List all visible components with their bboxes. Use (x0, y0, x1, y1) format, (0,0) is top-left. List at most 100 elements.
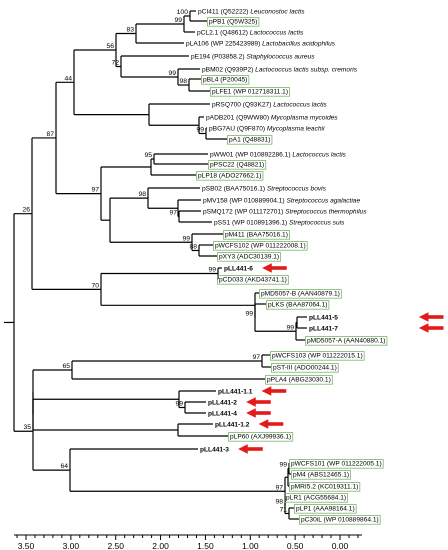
highlight-box (294, 504, 357, 514)
accession-number: (WP 012718311.1) (231, 88, 288, 95)
highlight-box (299, 515, 381, 525)
accession-number: (BAA75016.1) (245, 231, 288, 238)
plasmid-name: pCL2.1 (197, 29, 219, 36)
plasmid-name: pE194 (191, 53, 210, 60)
leaf-label: pE194 (P03858.2) Staphylococcus aureus (191, 53, 315, 60)
axis-tick-label: 3.00 (63, 541, 80, 550)
species-name: Staphylococcus aureus (245, 53, 316, 60)
bootstrap-labels: 1009983989972569944959798889997879999997… (22, 9, 294, 514)
plasmid-name: pC30iL (301, 516, 322, 523)
plasmid-name: pLL441-1.2 (215, 421, 250, 428)
plasmid-name: pBM02 (202, 66, 223, 73)
bootstrap-value: 99 (208, 267, 216, 274)
accession-number: (WP 010892286.1) (233, 151, 290, 158)
plasmid-name: pST-III (273, 364, 293, 371)
highlight-box (213, 241, 308, 251)
leaf-label: pWCFS103 (WP 011222015.1) (272, 352, 363, 359)
leaf-label: pC30iL (WP 010889864.1) (301, 516, 379, 523)
bootstrap-value: 88 (189, 244, 197, 251)
accession-number: (Q9WW80) (234, 114, 269, 121)
leaf-label: pA1 (Q48831) (229, 136, 270, 143)
leaf-label: pLFE1 (WP 012718311.1) (212, 88, 288, 95)
arrow-icon (238, 444, 263, 454)
plasmid-name: pSB02 (202, 185, 222, 192)
axis-tick-label: 0.00 (332, 541, 349, 550)
leaf-label: pM411 (BAA75016.1) (225, 231, 288, 238)
leaf-label: pMV158 (WP 010889904.1) Streptococcus ag… (203, 197, 360, 204)
highlight-box (228, 432, 294, 442)
leaf-label: pCL2.1 (Q48612) Lactococcus lactis (197, 29, 304, 36)
leaf-label: pWW01 (WP 010892286.1) Lactococcus lacti… (210, 151, 347, 158)
plasmid-name: pWCFS103 (272, 352, 306, 359)
accession-number: (WP 010889864.1) (322, 516, 379, 523)
bootstrap-value: 99 (182, 235, 190, 242)
plasmid-name: pPSC22 (210, 161, 235, 168)
bootstrap-value: 97 (169, 210, 177, 217)
leaf-label: pPLA4 (ABG23030.1) (267, 376, 331, 383)
leaf-label: pMRI5.2 (KC019311.1) (291, 483, 358, 490)
plasmid-name: pPB1 (209, 18, 225, 25)
accession-number: (WP 011222005.1) (325, 460, 382, 467)
bootstrap-value: 97 (91, 187, 99, 194)
leaf-label: pADB201 (Q9WW80) Mycoplasma mycoides (206, 114, 338, 121)
axis-tick-label: 1.00 (242, 541, 259, 550)
bootstrap-value: 35 (23, 424, 31, 431)
bootstrap-value: 65 (62, 363, 70, 370)
plasmid-name: pBL4 (203, 76, 219, 83)
leaf-label: pLKS (BAA87064.1) (268, 301, 327, 308)
plasmid-name: pWCFS101 (291, 460, 325, 467)
highlight-arrows (238, 263, 444, 454)
highlight-box (271, 363, 339, 373)
plasmid-name: pLP18 (198, 172, 217, 179)
highlight-box (266, 300, 330, 310)
accession-number: (BAA75016.1) (222, 185, 265, 192)
bootstrap-value: 72 (111, 60, 119, 67)
plasmid-name: pWCFS102 (215, 242, 249, 249)
accession-number: (WP 011222015.1) (306, 352, 363, 359)
species-name: Streptococcus thermophilus (283, 208, 367, 215)
leaf-label: pXY3 (ADC30139.1) (219, 253, 279, 260)
species-name: Leuconostoc lactis (248, 8, 305, 15)
plasmid-name: pADB201 (206, 114, 235, 121)
highlight-box (201, 75, 250, 85)
leaf-label: pWCFS102 (WP 011222008.1) (215, 242, 306, 249)
leaf-label: pMD5057-B (AAN40879.1) (261, 290, 340, 297)
accession-number: (P03858.2) (210, 53, 244, 60)
leaf-label: pLL441-5 (309, 314, 338, 321)
accession-number: (WP 011222008.1) (249, 242, 306, 249)
species-name: Lactococcus lactis (248, 29, 304, 36)
leaf-label: pLL441-1.2 (215, 421, 250, 428)
leaf-label: pSS1 (WP 010891396.1) Streptococcus suis (214, 219, 345, 226)
plasmid-name: pMV158 (203, 197, 228, 204)
arrow-icon (261, 386, 287, 396)
leaf-label: pWCFS101 (WP 011222005.1) (291, 460, 382, 467)
leaf-label: pBM02 (Q939P2) Lactococcus lactis subsp.… (202, 66, 358, 73)
bootstrap-value: 99 (168, 70, 176, 77)
accession-number: (ADC30139.1) (235, 253, 279, 260)
axis-tick-label: 2.50 (107, 541, 124, 550)
species-name: Lactococcus lactis subsp. cremoris (253, 66, 357, 73)
leaf-label: pPSC22 (Q48821) (210, 161, 264, 168)
plasmid-name: pWW01 (210, 151, 234, 158)
accession-number: (ACG55684.1) (302, 494, 346, 501)
plasmid-name: pLR1 (286, 494, 302, 501)
accession-number: (Q48821) (235, 161, 265, 168)
highlight-box (284, 493, 349, 503)
accession-number: (Q48831) (241, 136, 271, 143)
bootstrap-value: 100 (177, 9, 189, 16)
highlight-box (291, 470, 351, 480)
accession-number: (KC019311.1) (316, 483, 358, 490)
leaf-label: pLR1 (ACG55684.1) (286, 494, 346, 501)
leaf-label: pSMQ172 (WP 011172701) Streptococcus the… (203, 208, 367, 215)
bootstrap-value: 44 (64, 75, 72, 82)
plasmid-name: pA1 (229, 136, 241, 143)
plasmid-name: pCI411 (198, 8, 219, 15)
accession-number: (AKD43741.1) (243, 276, 287, 283)
plasmid-name: pLP1 (296, 505, 312, 512)
plasmid-name: pBG7AU (209, 125, 235, 132)
leaf-label: pLP18 (ADO27662.1) (198, 172, 261, 179)
bootstrap-value: 26 (22, 207, 30, 214)
accession-number: (ADO00244.1) (292, 364, 336, 371)
